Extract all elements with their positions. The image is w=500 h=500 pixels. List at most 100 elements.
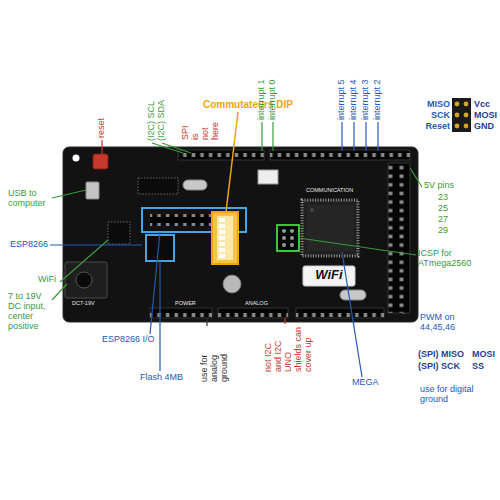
icsp-header (277, 225, 299, 251)
pin-header (296, 308, 384, 318)
pin-header (270, 150, 410, 160)
leader-line (226, 112, 238, 212)
dip-switch (219, 224, 225, 228)
dip-switch (219, 242, 225, 246)
part-label: ICSP for ATmega2560 (418, 249, 490, 269)
leader-line (299, 238, 416, 255)
icsp-pin (464, 113, 469, 118)
pin-label: interrupt 1 (257, 79, 267, 120)
header-pins (150, 308, 212, 318)
crystal (183, 180, 207, 190)
note-label: use for analog ground (200, 326, 230, 382)
leader-line (341, 122, 342, 151)
icsp-pin (282, 243, 286, 247)
leader-line (60, 240, 108, 282)
leader-line (52, 284, 67, 300)
icsp-pin (282, 236, 286, 240)
slide-switch (258, 170, 278, 184)
leader-line (353, 122, 354, 151)
pin-header (150, 308, 212, 318)
pin-label: (I2C) SDA (157, 100, 167, 141)
pin-label: interrupt 5 (337, 79, 347, 120)
note-word: not (201, 127, 211, 140)
pin-number: 25 (438, 204, 448, 214)
dip-switch-block (212, 212, 238, 264)
part-label: MEGA (352, 378, 379, 388)
dc-jack-hole (76, 272, 92, 288)
circuit-board (63, 147, 418, 322)
note-word: is (191, 134, 201, 141)
icsp-pin (290, 243, 294, 247)
part-label: 7 to 19V DC input, center positive (8, 292, 54, 332)
leader-line (261, 122, 262, 151)
dip-switch (219, 218, 225, 222)
atmega2560-chip (302, 200, 358, 256)
icsp-pin (290, 229, 294, 233)
pin-label: Reset (410, 122, 450, 132)
dc-jack (65, 262, 107, 298)
leader-line (206, 318, 207, 326)
crystal (340, 290, 366, 300)
icsp-pin (282, 229, 286, 233)
header-pins (296, 308, 384, 318)
header-pins (178, 150, 264, 160)
icsp-inset (452, 98, 471, 132)
part-label: Commutateurs DIP (203, 99, 293, 110)
silkscreen-text: ANALOG (245, 300, 268, 306)
pin1-marker (310, 208, 314, 212)
chip-body (307, 205, 353, 251)
silkscreen-text: COMMUNICATION (306, 187, 353, 193)
usb-connector (86, 182, 99, 199)
pin-label: MOSI (474, 111, 497, 121)
pin-header (218, 308, 288, 318)
part-label: USB to computer (8, 189, 60, 209)
dip-switch (219, 248, 225, 252)
reset-button (93, 154, 108, 169)
pin-label: GND (474, 122, 494, 132)
pin-label: interrupt 4 (349, 79, 359, 120)
part-label: ESP8266 (10, 240, 48, 250)
pin-label: reset (97, 118, 107, 138)
pin-number: 27 (438, 215, 448, 225)
leader-line (377, 122, 378, 151)
pin-header (178, 150, 264, 160)
pin-label: MISO (410, 100, 450, 110)
wifi-logo: WiFi (303, 268, 355, 282)
pin-label: SCK (410, 111, 450, 121)
pin-label: SS (472, 362, 484, 372)
leader-line (101, 140, 102, 155)
pin-label: (SPI) SCK (418, 362, 460, 372)
icsp-pin (455, 113, 460, 118)
dip-switch (219, 236, 225, 240)
icsp-pin (464, 124, 469, 129)
note-label: 5V pins (424, 181, 454, 191)
pin-label: MOSI (472, 350, 495, 360)
pin-header (388, 163, 410, 313)
pin-number: 23 (438, 193, 448, 203)
pin-label: interrupt 3 (361, 79, 371, 120)
dip-switch-body (217, 216, 233, 260)
leader-line (159, 261, 160, 371)
note-word: here (211, 122, 221, 140)
leader-line (284, 318, 285, 324)
note-label: not I2C and I2C UNO shields can cover up (264, 326, 313, 372)
pin-number: 29 (438, 226, 448, 236)
header-pins (388, 163, 410, 313)
header-pins (270, 150, 410, 160)
highlight-box (146, 235, 174, 261)
icsp-pin (455, 124, 460, 129)
icsp-pin (455, 102, 460, 107)
silkscreen-text: POWER (175, 300, 196, 306)
note-label: PWM on 44,45,46 (420, 313, 480, 333)
leader-line (50, 244, 142, 245)
silkscreen-text: DC7-19V (72, 300, 95, 306)
leader-line (410, 168, 422, 187)
pin-label: interrupt 2 (373, 79, 383, 120)
pin-label: interrupt 0 (268, 79, 278, 120)
header-pins (218, 308, 288, 318)
leader-line (342, 252, 362, 377)
pin-label: (SPI) MISO (418, 350, 464, 360)
icsp-pin (290, 236, 294, 240)
usb-chip (138, 178, 178, 194)
